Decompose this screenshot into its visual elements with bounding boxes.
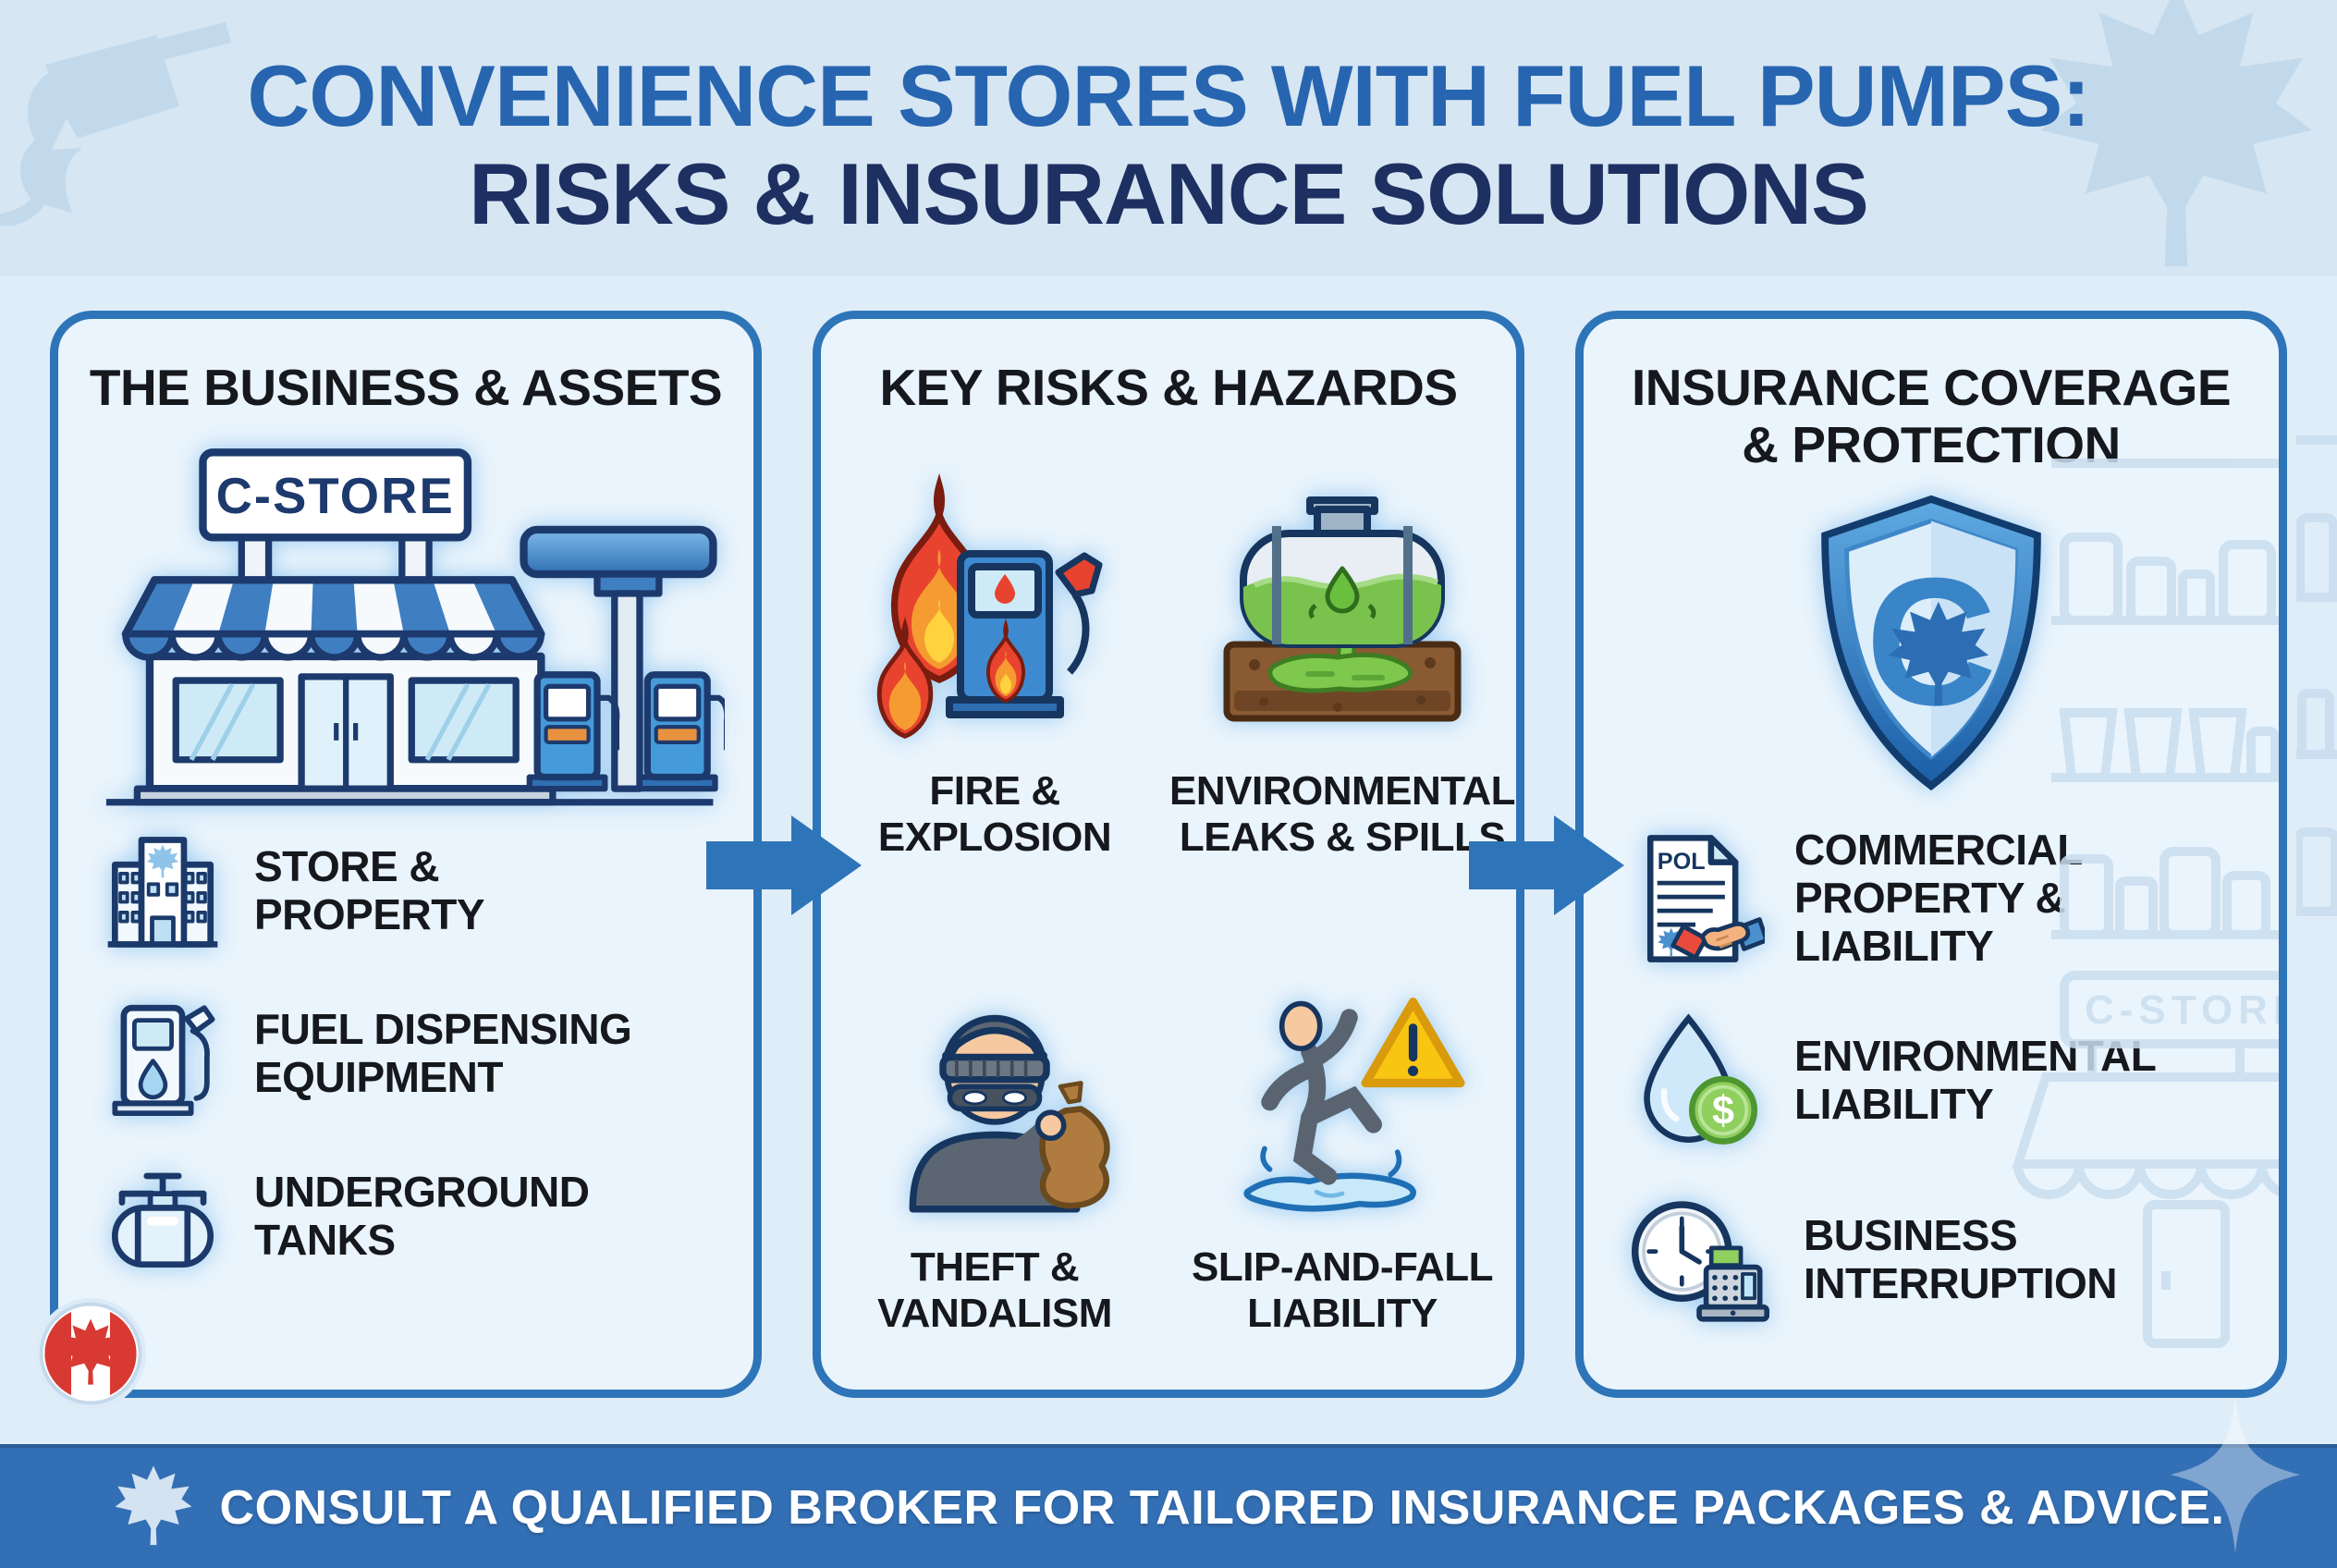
fuel-nozzle-watermark-icon: [0, 22, 231, 226]
clock-register-icon: [1631, 1201, 1769, 1322]
fire-explosion-icon: [851, 469, 1103, 755]
title-line-2: RISKS & INSURANCE SOLUTIONS: [469, 145, 1869, 242]
slip-and-fall-icon: [1243, 997, 1465, 1212]
insurance-shield-icon: C: [1821, 495, 2041, 791]
risk-slip-and-fall: SLIP-AND-FALL LIABILITY: [1187, 973, 1498, 1338]
list-item-fuel-dispensing: FUEL DISPENSING EQUIPMENT: [101, 992, 711, 1116]
shelves-watermark-icon: [2051, 459, 2279, 939]
list-item-business-interruption: BUSINESS INTERRUPTION: [1626, 1191, 2236, 1329]
list-item-label: COMMERCIAL PROPERTY & LIABILITY: [1794, 826, 2083, 971]
droplet-dollar-icon: $: [1644, 1013, 1758, 1145]
flow-arrow-icon: [1469, 815, 1624, 915]
panels-row: THE BUSINESS & ASSETS: [50, 311, 2287, 1398]
risk-environmental-leaks: ENVIRONMENTAL LEAKS & SPILLS: [1169, 469, 1516, 862]
building-icon: [107, 836, 218, 948]
fuel-pump-icon: [112, 1004, 215, 1116]
list-item-label: STORE & PROPERTY: [254, 841, 485, 938]
panel-header: THE BUSINESS & ASSETS: [89, 359, 723, 416]
thief-icon: [909, 1014, 1110, 1213]
list-item-commercial-property: POL COMMERCIAL PROPERTY & LIABILITY: [1626, 826, 2236, 971]
panel-business-assets: THE BUSINESS & ASSETS: [50, 311, 762, 1398]
watermark-sign-text: C-STORE: [2085, 987, 2286, 1033]
c-store-illustration: C-STORE: [105, 447, 725, 806]
asset-list: STORE & PROPERTY FUEL DISPENSING E: [101, 829, 711, 1279]
risk-fire-explosion: FIRE & EXPLOSION: [839, 469, 1150, 862]
underground-tank-icon: [111, 1172, 214, 1268]
risk-grid: FIRE & EXPLOSION: [839, 469, 1516, 1338]
risk-label: SLIP-AND-FALL LIABILITY: [1192, 1243, 1493, 1337]
maple-leaf-icon: [115, 1465, 191, 1546]
panel-insurance-coverage: C-STORE INSURANCE COVERAGE & PROTECTION …: [1575, 311, 2287, 1398]
policy-doc-label: POL: [1658, 849, 1706, 875]
policy-handshake-icon: POL: [1646, 835, 1765, 963]
environmental-leak-icon: [1223, 496, 1462, 722]
risk-theft-vandalism: THEFT & VANDALISM: [839, 973, 1150, 1338]
list-item-underground-tanks: UNDERGROUND TANKS: [101, 1155, 711, 1279]
risk-label: FIRE & EXPLOSION: [877, 767, 1112, 861]
list-item-label: UNDERGROUND TANKS: [254, 1167, 590, 1264]
list-item-label: FUEL DISPENSING EQUIPMENT: [254, 1004, 632, 1101]
canada-flag-badge: [34, 1297, 147, 1410]
header-band: CONVENIENCE STORES WITH FUEL PUMPS: RISK…: [0, 0, 2337, 276]
list-item-label: BUSINESS INTERRUPTION: [1804, 1211, 2118, 1308]
footer-advice-text: CONSULT A QUALIFIED BROKER FOR TAILORED …: [219, 1481, 2225, 1535]
shelves-watermark-strip-icon: [2296, 435, 2337, 916]
panel-header: KEY RISKS & HAZARDS: [879, 359, 1458, 416]
store-sign-text: C-STORE: [216, 468, 455, 524]
flow-arrow-icon: [706, 815, 862, 915]
list-item-store-property: STORE & PROPERTY: [101, 829, 711, 953]
risk-label: ENVIRONMENTAL LEAKS & SPILLS: [1169, 767, 1516, 861]
panel-key-risks: KEY RISKS & HAZARDS: [813, 311, 1524, 1398]
dollar-symbol: $: [1712, 1089, 1734, 1133]
footer-banner: CONSULT A QUALIFIED BROKER FOR TAILORED …: [0, 1444, 2337, 1568]
store-outline-watermark-icon: C-STORE: [2012, 971, 2286, 1348]
title-line-1: CONVENIENCE STORES WITH FUEL PUMPS:: [247, 47, 2090, 144]
risk-label: THEFT & VANDALISM: [877, 1243, 1112, 1337]
sparkle-watermark-icon: [2171, 1396, 2300, 1553]
